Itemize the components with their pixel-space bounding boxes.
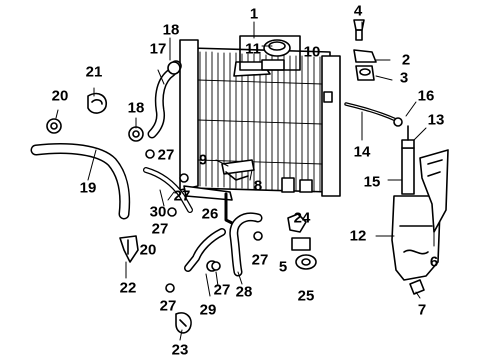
callout-13: 13 [427,111,445,129]
coolant-reservoir-icon [391,147,449,281]
callout-21: 21 [85,63,103,81]
callout-16: 16 [417,87,435,105]
hose-clamp-icon [46,118,62,134]
callout-5: 5 [278,258,288,276]
callout-4: 4 [353,2,363,20]
radiator-icon [170,39,341,197]
callout-7: 7 [417,301,427,319]
leader-lines [55,21,435,341]
callout-19: 19 [79,179,97,197]
callout-30: 30 [149,203,167,221]
drain-plug-icon [287,213,317,270]
callout-20-top: 20 [51,87,69,105]
hose-clamp-icon [175,312,192,334]
callout-6: 6 [429,253,439,271]
callout-28: 28 [235,283,253,301]
bracket-icon [119,235,139,263]
lower-hose-icon [30,143,131,220]
callout-10: 10 [303,43,321,61]
callout-20-bottom: 20 [139,241,157,259]
callout-26: 26 [201,205,219,223]
overflow-tube-icon [344,102,403,127]
callout-14: 14 [353,143,371,161]
callout-8: 8 [253,177,263,195]
small-hose-icon [229,212,263,277]
callout-9: 9 [198,151,208,169]
callout-1: 1 [249,5,259,23]
callout-22: 22 [119,279,137,297]
callout-27-b: 27 [173,187,191,205]
callout-27-f: 27 [159,297,177,315]
upper-hose-icon [147,67,177,139]
callout-18-bottom: 18 [127,99,145,117]
callout-3: 3 [399,69,409,87]
callout-15: 15 [363,173,381,191]
hose-clamp-icon [87,92,108,114]
callout-27-e: 27 [213,281,231,299]
callout-18-top: 18 [162,21,180,39]
bracket-icon [221,159,255,181]
callout-2: 2 [401,51,411,69]
callout-29: 29 [199,301,217,319]
callout-27-a: 27 [157,146,175,164]
callout-24: 24 [293,209,311,227]
callout-27-c: 27 [151,220,169,238]
callout-27-d: 27 [251,251,269,269]
callout-23: 23 [171,341,189,359]
reservoir-cap-icon [401,125,415,149]
radiator-cap-icon [239,35,301,71]
clip-icon [409,279,425,295]
bolt-icon [145,149,263,293]
callout-11: 11 [245,40,261,58]
callout-25: 25 [297,287,315,305]
callout-17: 17 [149,40,167,58]
callout-12: 12 [349,227,367,245]
rubber-bushing-icon [353,49,377,81]
